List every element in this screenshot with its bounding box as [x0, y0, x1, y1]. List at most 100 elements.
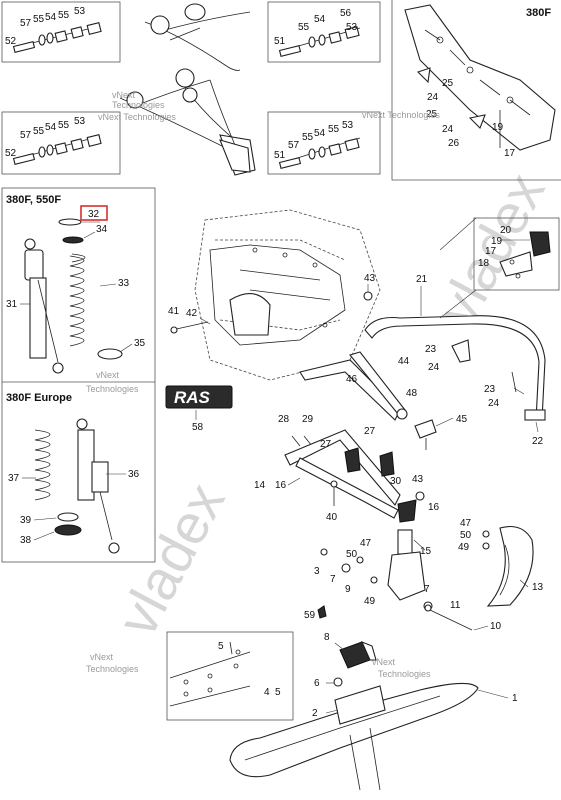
bolt-41: [170, 321, 209, 334]
callout-17: 17: [504, 148, 516, 159]
callout-53: 53: [74, 116, 86, 127]
watermark-company: vNext: [96, 370, 120, 380]
callout-52: 52: [5, 36, 17, 47]
callout-15: 15: [420, 546, 432, 557]
hardware-stack-mid-right: [278, 137, 361, 169]
callout-45: 45: [456, 414, 468, 425]
ras-logo-decal: RAS: [165, 385, 233, 409]
box-hardware-top-left: [1, 1, 121, 63]
chassis-bracket-top-right: [404, 4, 556, 151]
callout-53: 53: [342, 120, 354, 131]
callout-32-highlighted: 32: [88, 209, 100, 220]
callout-19: 19: [492, 122, 504, 133]
callout-7: 7: [330, 574, 336, 585]
callout-51: 51: [274, 36, 286, 47]
spring-380f-550f: [69, 253, 123, 360]
callout-59: 59: [304, 610, 316, 621]
callout-41: 41: [168, 306, 180, 317]
callout-25: 25: [442, 78, 454, 89]
callout-38: 38: [20, 535, 32, 546]
callout-16: 16: [275, 480, 287, 491]
sway-link-assembly: [499, 231, 551, 279]
bolt-28: [291, 435, 301, 447]
highlight-box-32: [80, 205, 108, 221]
callout-6: 6: [314, 678, 320, 689]
box-sway-link: [473, 217, 560, 291]
callout-48: 48: [406, 388, 418, 399]
callout-53: 53: [346, 22, 358, 33]
callout-55: 55: [328, 124, 340, 135]
callout-27: 27: [364, 426, 376, 437]
bolt-10: [424, 604, 473, 631]
callout-33: 33: [118, 278, 130, 289]
callout-37: 37: [8, 473, 20, 484]
callout-39: 39: [20, 515, 32, 526]
callout-56: 56: [340, 8, 352, 19]
nut-43: [363, 291, 373, 301]
callout-17: 17: [485, 246, 497, 257]
callout-23: 23: [484, 384, 496, 395]
callout-31: 31: [6, 299, 18, 310]
callout-44: 44: [398, 356, 410, 367]
hardware-stack-mid-left: [12, 134, 102, 165]
variant-label-380f: 380F: [526, 7, 551, 19]
leader-lines: [20, 217, 539, 714]
washer-39: [57, 512, 79, 522]
callout-57: 57: [288, 140, 300, 151]
callout-49: 49: [458, 542, 470, 553]
box-hardware-mid-left: [1, 111, 121, 175]
callout-30: 30: [390, 476, 402, 487]
callout-55: 55: [58, 10, 70, 21]
bolt-40: [330, 480, 338, 506]
watermark-company: vNext Technologies: [362, 110, 440, 120]
watermark-big: vladex: [105, 473, 237, 646]
callout-16: 16: [428, 502, 440, 513]
bolt-47-left: [356, 556, 364, 564]
watermark-company: Technologies: [86, 664, 139, 674]
variant-label-380f-europe: 380F Europe: [6, 392, 72, 404]
bracket-23-upper: [451, 339, 471, 363]
sway-bar: [364, 315, 546, 421]
spindle: [387, 499, 426, 601]
ball-joint-45: [414, 419, 437, 450]
callout-3: 3: [314, 566, 320, 577]
callout-40: 40: [326, 512, 338, 523]
watermark-company: Technologies: [86, 384, 139, 394]
watermark-company: vNext: [112, 90, 136, 100]
callout-54: 54: [314, 128, 326, 139]
callout-50: 50: [460, 530, 472, 541]
nut-3: [320, 548, 328, 556]
ski: [229, 682, 479, 791]
callout-1: 1: [512, 693, 518, 704]
shock-absorber-380f-550f: [24, 218, 84, 374]
ski-stopper-13: [486, 525, 534, 607]
ski-pad-8: [339, 640, 377, 669]
callout-51: 51: [274, 150, 286, 161]
callout-18: 18: [478, 258, 490, 269]
box-chassis-top-right: [391, 0, 561, 181]
callout-27: 27: [320, 439, 332, 450]
callout-50: 50: [346, 549, 358, 560]
callout-26: 26: [448, 138, 460, 149]
callout-20: 20: [500, 225, 512, 236]
nut-6: [333, 677, 343, 687]
callout-42: 42: [186, 308, 198, 319]
lower-a-arm: [284, 429, 401, 519]
spacer-9: [341, 563, 351, 573]
callout-46: 46: [346, 374, 358, 385]
callout-43: 43: [364, 273, 376, 284]
callout-10: 10: [490, 621, 502, 632]
watermark-company: Technologies: [112, 100, 165, 110]
callout-36: 36: [128, 469, 140, 480]
watermark-company: vNext: [372, 657, 396, 667]
callout-54: 54: [45, 122, 57, 133]
callout-54: 54: [45, 12, 57, 23]
box-hardware-mid-right: [267, 111, 381, 175]
callout-55: 55: [33, 14, 45, 25]
upper-a-arm: [299, 351, 408, 421]
runner-parts: [169, 641, 251, 707]
callout-8: 8: [324, 632, 330, 643]
callout-5-alt: 5: [275, 687, 281, 698]
watermark-company: vNext: [90, 652, 114, 662]
